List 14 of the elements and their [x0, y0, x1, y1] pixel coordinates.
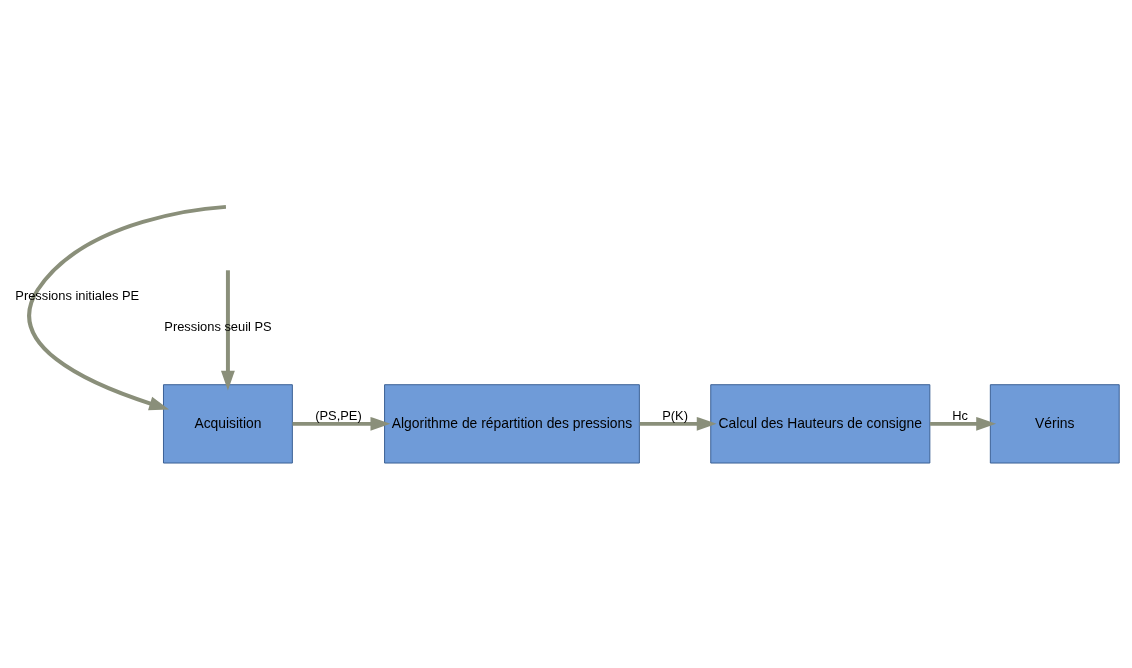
- arrow: [930, 416, 997, 431]
- node-box: Calcul des Hauteurs de consigne: [710, 384, 931, 464]
- edge-label: P(K): [662, 408, 688, 424]
- node-box: Acquisition: [163, 384, 293, 464]
- edge-label: Hc: [952, 408, 968, 424]
- node-box: Vérins: [989, 384, 1120, 464]
- arrow: [27, 204, 227, 411]
- arrow: [220, 270, 235, 391]
- edge-label: Pressions seuil PS: [164, 318, 272, 334]
- node-box: Algorithme de répartition des pressions: [384, 384, 640, 464]
- edge-label: (PS,PE): [315, 408, 362, 424]
- arrow: [639, 416, 717, 431]
- arrow: [292, 416, 391, 431]
- edge-label: Pressions initiales PE: [15, 288, 140, 304]
